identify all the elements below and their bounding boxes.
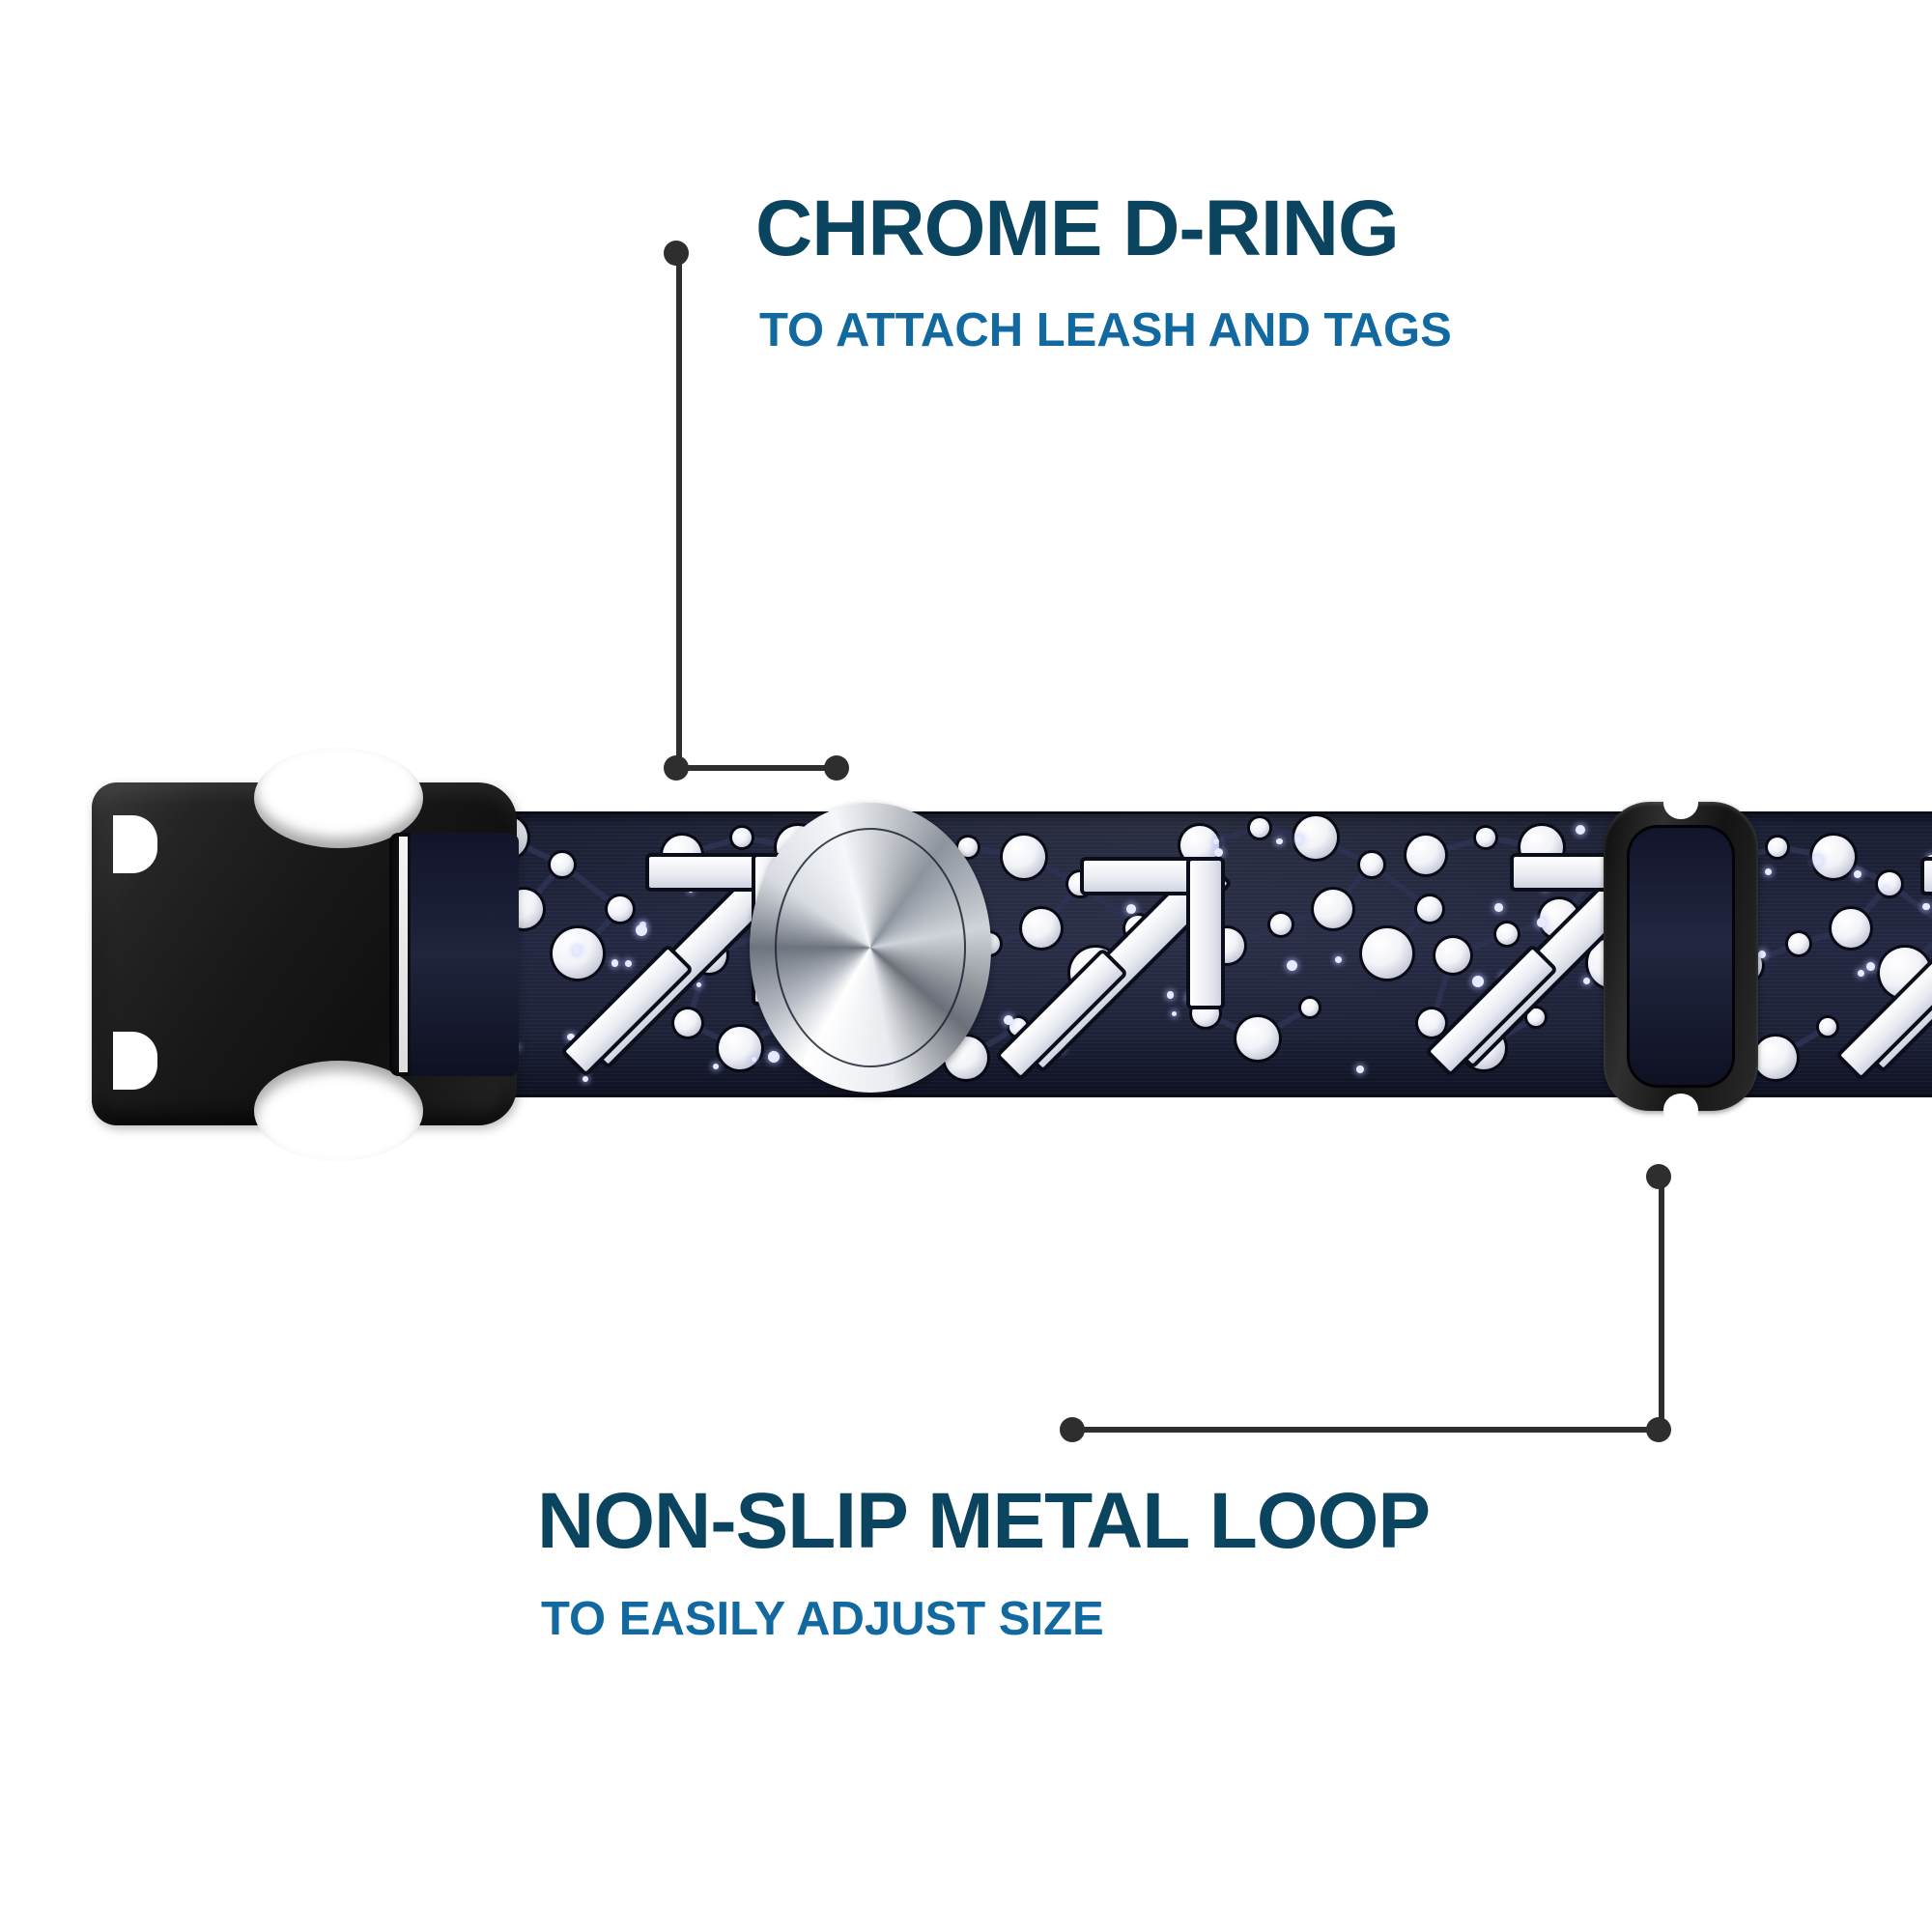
sagittarius-arrow-head-top bbox=[1920, 857, 1932, 895]
leader-dot-bottom-corner bbox=[1646, 1417, 1671, 1442]
buckle-webbing-slot bbox=[389, 833, 519, 1076]
constellation-sparkle bbox=[567, 1033, 575, 1040]
constellation-sparkle bbox=[1003, 1015, 1014, 1026]
constellation-star bbox=[1003, 836, 1045, 878]
constellation-star bbox=[1250, 818, 1269, 838]
constellation-star bbox=[1819, 1018, 1836, 1036]
d-ring bbox=[750, 769, 991, 1126]
constellation-sparkle bbox=[1213, 848, 1223, 858]
sagittarius-crossbar bbox=[994, 947, 1129, 1082]
constellation-sparkle bbox=[572, 946, 582, 954]
constellation-sparkle bbox=[635, 923, 647, 936]
leader-dot-top-corner bbox=[664, 755, 689, 781]
constellation-star bbox=[1022, 909, 1061, 948]
constellation-star bbox=[1435, 938, 1470, 973]
sagittarius-symbol bbox=[1834, 851, 1932, 1082]
constellation-star bbox=[1832, 909, 1870, 948]
callout-title-chrome-d-ring: CHROME D-RING bbox=[755, 185, 1400, 272]
constellation-star bbox=[1878, 872, 1901, 895]
constellation-sparkle bbox=[625, 960, 632, 967]
constellation-star bbox=[608, 896, 633, 922]
constellation-star bbox=[674, 1009, 701, 1037]
constellation-sparkle bbox=[1858, 970, 1864, 977]
constellation-star bbox=[1754, 1037, 1797, 1079]
callout-title-non-slip-metal-loop: NON-SLIP METAL LOOP bbox=[537, 1477, 1431, 1565]
buckle-ear-bottom bbox=[113, 1032, 157, 1090]
buckle-slot-webbing bbox=[411, 833, 519, 1076]
adjuster-loop-window bbox=[1627, 825, 1735, 1088]
constellation-sparkle bbox=[1494, 903, 1503, 912]
constellation-star bbox=[1417, 896, 1442, 922]
constellation-sparkle bbox=[1294, 835, 1303, 844]
leader-line-vertical-bottom bbox=[1659, 1177, 1664, 1430]
constellation-sparkle bbox=[1276, 838, 1284, 845]
constellation-sparkle bbox=[1355, 1065, 1365, 1074]
constellation-sparkle bbox=[1212, 838, 1219, 844]
constellation-sparkle bbox=[1575, 824, 1586, 836]
adjuster-loop bbox=[1604, 786, 1758, 1126]
constellation-star bbox=[1527, 1009, 1545, 1026]
constellation-sparkle bbox=[1764, 868, 1772, 876]
constellation-star bbox=[719, 1027, 761, 1069]
constellation-sparkle bbox=[1472, 976, 1484, 988]
leader-dot-top-start bbox=[664, 241, 689, 266]
leader-dot-bottom-end bbox=[1060, 1417, 1085, 1442]
d-ring-inner-edge bbox=[775, 828, 966, 1067]
constellation-sparkle bbox=[1922, 902, 1931, 911]
constellation-sparkle bbox=[1583, 978, 1591, 985]
constellation-star bbox=[1236, 1017, 1279, 1060]
sagittarius-crossbar bbox=[559, 943, 695, 1078]
constellation-star bbox=[551, 853, 574, 876]
buckle-slot-gap bbox=[399, 837, 408, 1072]
constellation-sparkle bbox=[1172, 1011, 1177, 1017]
sagittarius-symbol bbox=[994, 851, 1234, 1082]
constellation-sparkle bbox=[1125, 904, 1136, 914]
constellation-star bbox=[1418, 1009, 1445, 1037]
constellation-sparkle bbox=[611, 959, 619, 967]
side-release-buckle bbox=[92, 748, 519, 1161]
constellation-sparkle bbox=[768, 1051, 781, 1063]
constellation-star bbox=[1476, 828, 1495, 847]
constellation-sparkle bbox=[1286, 960, 1298, 972]
constellation-sparkle bbox=[712, 1064, 719, 1070]
constellation-star bbox=[1788, 933, 1809, 954]
constellation-sparkle bbox=[696, 982, 701, 988]
constellation-star bbox=[1270, 914, 1292, 935]
constellation-star bbox=[1406, 836, 1445, 874]
buckle-notch-top bbox=[254, 748, 423, 848]
constellation-sparkle bbox=[1854, 870, 1862, 879]
constellation-star bbox=[1301, 999, 1319, 1016]
sagittarius-arrow-head-side bbox=[1186, 857, 1225, 1009]
constellation-star bbox=[1362, 928, 1412, 979]
constellation-sparkle bbox=[582, 1076, 589, 1083]
constellation-sparkle bbox=[1335, 956, 1343, 964]
leader-dot-bottom-start bbox=[1646, 1164, 1671, 1189]
constellation-sparkle bbox=[1536, 918, 1546, 927]
constellation-sparkle bbox=[1866, 961, 1876, 971]
d-ring-chrome-band bbox=[750, 803, 991, 1093]
leader-line-vertical-top bbox=[676, 253, 682, 771]
constellation-sparkle bbox=[1883, 886, 1889, 892]
callout-subtitle-chrome-d-ring: TO ATTACH LEASH AND TAGS bbox=[759, 304, 1452, 356]
adjuster-loop-pinch-bottom bbox=[1663, 1094, 1698, 1126]
constellation-sparkle bbox=[1166, 991, 1175, 999]
constellation-sparkle bbox=[1812, 855, 1824, 867]
callout-subtitle-non-slip-metal-loop: TO EASILY ADJUST SIZE bbox=[541, 1593, 1104, 1645]
leader-dot-top-end bbox=[824, 755, 849, 781]
dog-collar-product bbox=[0, 748, 1932, 1161]
adjuster-loop-pinch-top bbox=[1663, 786, 1698, 819]
constellation-star bbox=[1768, 838, 1787, 857]
leader-line-horizontal-bottom bbox=[1072, 1427, 1662, 1433]
buckle-ear-top bbox=[113, 815, 157, 873]
buckle-notch-bottom bbox=[254, 1061, 423, 1161]
constellation-sparkle bbox=[752, 1056, 757, 1062]
constellation-star bbox=[732, 828, 752, 847]
constellation-star bbox=[1360, 853, 1383, 876]
constellation-star bbox=[958, 838, 978, 857]
constellation-star bbox=[1314, 890, 1352, 928]
constellation-sparkle bbox=[1757, 950, 1766, 959]
constellation-star bbox=[1496, 923, 1518, 945]
leader-line-horizontal-top bbox=[676, 765, 840, 771]
